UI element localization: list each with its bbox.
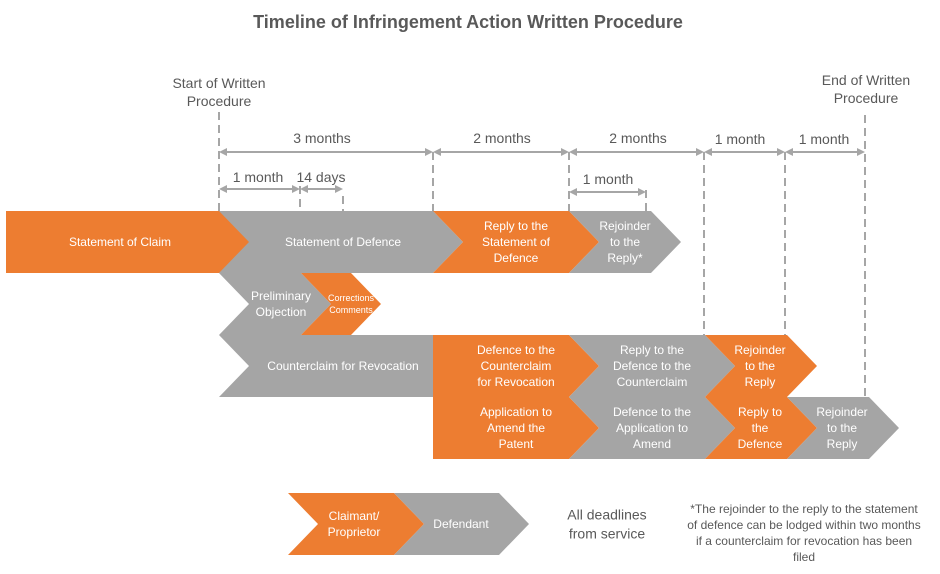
span-2-months-a	[433, 148, 569, 156]
step-preliminary-objection	[219, 273, 331, 335]
span-14-days	[300, 185, 343, 193]
step-defence-to-counterclaim	[433, 335, 599, 397]
step-label-counterclaim: Counterclaim for Revocation	[267, 359, 418, 373]
span-sub-1-month	[219, 185, 300, 193]
legend-defendant-label: Defendant	[433, 517, 489, 531]
step-reply-to-sod	[433, 211, 599, 273]
step-reply-to-defence-counterclaim	[569, 335, 735, 397]
span-1-month-b	[785, 148, 865, 156]
step-statement-of-claim	[6, 211, 250, 273]
span-2-months-b	[569, 148, 704, 156]
legend: Claimant/Proprietor Defendant All deadline…	[288, 493, 921, 564]
duration-d3: 2 months	[609, 130, 667, 146]
duration-d1: 3 months	[293, 130, 351, 146]
step-defence-to-application	[569, 397, 735, 459]
duration-sub2: 14 days	[296, 169, 345, 185]
step-counterclaim	[219, 335, 463, 397]
diagram-title: Timeline of Infringement Action Written …	[253, 12, 683, 32]
legend-claimant-label: Claimant/Proprietor	[328, 509, 381, 539]
step-reply-to-defence	[705, 397, 817, 459]
step-statement-of-defence	[219, 211, 463, 273]
legend-defendant-swatch	[394, 493, 529, 555]
duration-d2: 2 months	[473, 130, 531, 146]
span-3-months	[219, 148, 433, 156]
step-label-statement-of-defence: Statement of Defence	[285, 235, 401, 249]
step-rejoinder-to-reply-3	[787, 397, 899, 459]
step-rejoinder-to-reply-2	[705, 335, 817, 397]
step-corrections-comments	[301, 273, 381, 335]
span-sub-1-month-rejoinder	[569, 188, 646, 196]
timeline-guides	[218, 112, 866, 400]
span-1-month-a	[704, 148, 785, 156]
duration-sub1: 1 month	[233, 169, 284, 185]
duration-sub3: 1 month	[583, 171, 634, 187]
step-label-statement-of-claim: Statement of Claim	[69, 235, 171, 249]
duration-d5: 1 month	[799, 131, 850, 147]
duration-d4: 1 month	[715, 131, 766, 147]
step-application-to-amend	[433, 397, 599, 459]
legend-claimant-swatch	[288, 493, 424, 555]
footnote: *The rejoinder to the reply to the state…	[687, 502, 920, 564]
step-rejoinder-to-reply-1	[569, 211, 681, 273]
